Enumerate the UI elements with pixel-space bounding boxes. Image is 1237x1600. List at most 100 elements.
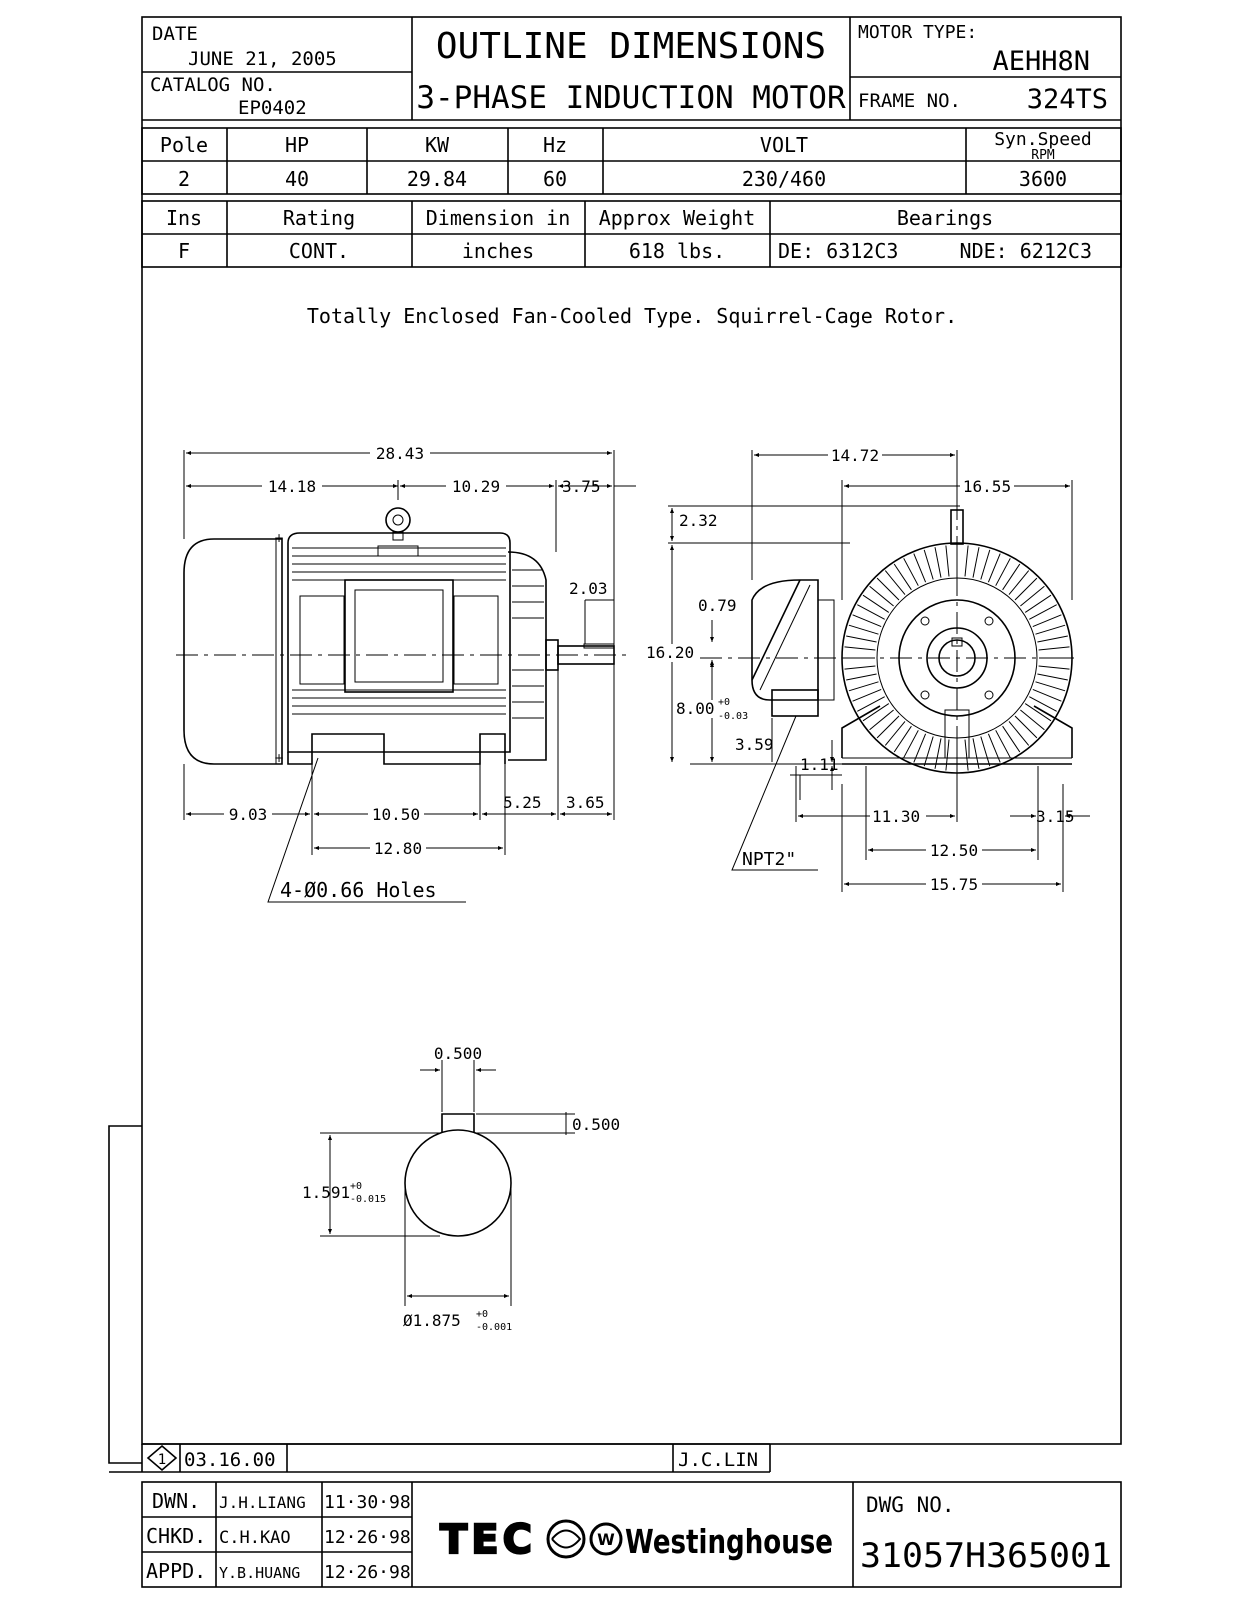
cooling-fin	[972, 547, 980, 578]
spec-value-hp: 40	[285, 167, 309, 191]
dim-end-box: 3.59	[735, 735, 774, 754]
cooling-fin	[913, 553, 927, 583]
dim-end-d2: 3.15	[1036, 807, 1075, 826]
dim-end-shaft-height: 8.00	[676, 699, 715, 718]
chkd-name: C.H.KAO	[219, 1528, 291, 1548]
cooling-fin	[1014, 715, 1038, 739]
teco-logo-text: TEC	[440, 1517, 536, 1563]
frame-label: FRAME NO.	[858, 90, 961, 112]
dim-side-d1: 14.18	[268, 477, 316, 496]
shaft-key-detail: 0.500 0.500 1.591 +0 -0.015 Ø1.875 +0 -0…	[302, 1044, 620, 1333]
cooling-fin	[876, 577, 900, 601]
cooling-fin	[1020, 709, 1045, 731]
cooling-fin	[980, 549, 991, 580]
cooling-fin	[862, 703, 890, 722]
header-block: DATE JUNE 21, 2005 CATALOG NO. EP0402 OU…	[142, 17, 1121, 121]
cooling-fin	[846, 635, 877, 643]
cooling-fin	[1035, 624, 1066, 635]
title-line-1: OUTLINE DIMENSIONS	[436, 26, 826, 67]
key-height-tol-minus: -0.015	[350, 1194, 386, 1205]
info-table: Ins Rating Dimension in Approx Weight Be…	[141, 200, 1122, 268]
spec-value-pole: 2	[178, 167, 190, 191]
cooling-fin	[844, 646, 876, 651]
cooling-fin	[893, 725, 912, 753]
dim-end-offset: 0.79	[698, 596, 737, 615]
date-value: JUNE 21, 2005	[188, 48, 337, 70]
cooling-fin	[1002, 725, 1021, 753]
cooling-fin	[884, 570, 906, 595]
spec-value-kw: 29.84	[407, 167, 467, 191]
spec-header-hz: Hz	[543, 133, 567, 157]
info-value-bearing-de: DE: 6312C3	[778, 239, 898, 263]
info-value-rating: CONT.	[289, 239, 349, 263]
cooling-fin	[995, 558, 1011, 586]
revision-number: 1	[158, 1452, 166, 1468]
cooling-fin	[1037, 673, 1068, 681]
dim-end-d3: 12.50	[930, 841, 978, 860]
motor-end-view	[700, 498, 1080, 774]
spec-value-volt: 230/460	[742, 167, 826, 191]
date-label: DATE	[152, 23, 198, 45]
appd-name: Y.B.HUANG	[219, 1564, 300, 1582]
cooling-fin	[1029, 696, 1057, 712]
dim-side-d3: 3.75	[562, 477, 601, 496]
cooling-fin	[923, 736, 934, 767]
end-view-dimensions: 14.72 16.55 2.32 16.20 0.79 8.00 +0 -0.0…	[646, 446, 1090, 894]
sheet-border	[141, 16, 1122, 1445]
svg-text:+: +	[274, 751, 284, 765]
cooling-fin	[1008, 570, 1030, 595]
title-line-2: 3-PHASE INDUCTION MOTOR	[416, 80, 846, 116]
cooling-fin	[903, 558, 919, 586]
info-value-dimension: inches	[462, 239, 534, 263]
cooling-fin	[964, 545, 969, 577]
catalog-value: EP0402	[238, 97, 307, 119]
spec-header-rpm: RPM	[1031, 148, 1055, 163]
cooling-fin	[945, 545, 950, 577]
revision-date: 03.16.00	[184, 1449, 276, 1471]
spec-table: Pole HP KW Hz VOLT Syn.Speed RPM 2 40 29…	[141, 127, 1122, 195]
cooling-fin	[884, 721, 906, 746]
shaft-dia-tol-minus: -0.001	[476, 1322, 512, 1333]
dim-side-d8: 12.80	[374, 839, 422, 858]
spec-header-volt: VOLT	[760, 133, 808, 157]
revision-row: 1 03.16.00 J.C.LIN	[109, 1443, 771, 1473]
dim-side-d4: 9.03	[229, 805, 268, 824]
motor-type-value: AEHH8N	[992, 46, 1090, 77]
cooling-fin	[857, 604, 885, 620]
info-value-bearing-nde: NDE: 6212C3	[960, 239, 1092, 263]
key-height-tol-plus: +0	[350, 1181, 362, 1192]
dwn-name: J.H.LIANG	[219, 1493, 306, 1512]
teco-swirl-icon	[546, 1519, 586, 1559]
dim-end-d1: 11.30	[872, 807, 920, 826]
cooling-fin	[862, 594, 890, 613]
cooling-fin	[903, 730, 919, 758]
cooling-fin	[869, 585, 894, 607]
title-block: DWN. J.H.LIANG 11·30·98 CHKD. C.H.KAO 12…	[141, 1481, 1122, 1588]
key-width-value: 0.500	[434, 1044, 482, 1063]
dim-side-d2: 10.29	[452, 477, 500, 496]
cooling-fin	[1008, 721, 1030, 746]
shaft-dia-tol-plus: +0	[476, 1309, 488, 1320]
cooling-fin	[848, 624, 879, 635]
info-header-rating: Rating	[283, 206, 355, 230]
cooling-fin	[1032, 614, 1062, 628]
key-height-value: 1.591	[302, 1183, 350, 1202]
cooling-fin	[1020, 585, 1045, 607]
info-value-ins: F	[178, 239, 190, 263]
chkd-date: 12·26·98	[324, 1527, 411, 1548]
cooling-fin	[980, 736, 991, 767]
dim-side-overall: 28.43	[376, 444, 424, 463]
side-view-dimensions: 28.43 14.18 10.29 3.75 2.03 9.03 10.50 5…	[183, 444, 636, 903]
dim-end-tol-minus: -0.03	[718, 711, 748, 722]
spec-header-hp: HP	[285, 133, 309, 157]
cooling-fin	[964, 739, 969, 771]
dim-end-height: 16.20	[646, 643, 694, 662]
info-header-bearings: Bearings	[897, 206, 993, 230]
cooling-fin	[846, 673, 877, 681]
dwn-label: DWN.	[152, 1489, 200, 1513]
dim-end-d4: 15.75	[930, 875, 978, 894]
cooling-fin	[844, 665, 876, 670]
dwn-date: 11·30·98	[324, 1492, 411, 1513]
spec-header-kw: KW	[425, 133, 450, 157]
dim-side-holes: 4-Ø0.66 Holes	[280, 878, 437, 902]
